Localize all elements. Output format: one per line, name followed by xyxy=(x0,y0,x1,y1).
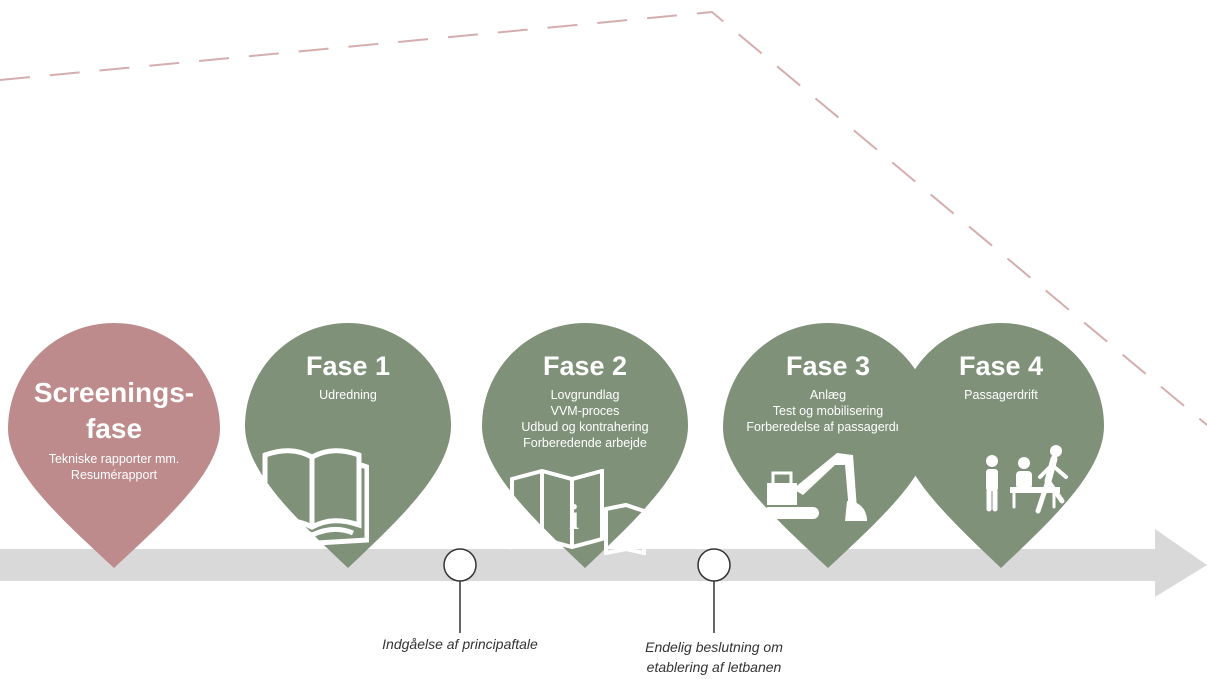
milestone-label-line: Endelig beslutning om xyxy=(645,639,783,655)
phase-title: Fase 2 xyxy=(542,351,628,381)
phase-detail-line: Udbud og kontrahering xyxy=(521,420,649,434)
phase-1: Fase 1 Udredning xyxy=(245,323,451,568)
milestone-2-marker xyxy=(697,548,731,633)
phase-detail-line: Passagerdrift xyxy=(964,388,1038,402)
timeline-arrow xyxy=(0,529,1207,597)
phase-4: Fase 4 Passagerdrift xyxy=(898,323,1104,568)
phase-detail-line: Tekniske rapporter mm. xyxy=(48,452,180,466)
phase-detail-line: Test og mobilisering xyxy=(772,404,884,418)
phase-title-line: fase xyxy=(85,413,143,444)
phase-detail-line: VVM-proces xyxy=(550,404,620,418)
phase-title-line: Screenings- xyxy=(33,377,195,408)
phase-detail-line: Forberedelse af passagerdrift xyxy=(746,420,910,434)
screening-drop-shape xyxy=(8,323,220,568)
phase-screening: Screenings- fase Tekniske rapporter mm. … xyxy=(8,323,220,568)
info-map-icon: i i xyxy=(510,469,646,555)
tram-icon xyxy=(1033,497,1153,547)
phase-title: Fase 3 xyxy=(785,351,871,381)
milestone-2-label: Endelig beslutning om etablering af letb… xyxy=(594,637,834,677)
milestone-label-line: Indgåelse af principaftale xyxy=(382,636,538,652)
phase-title: Fase 4 xyxy=(958,351,1044,381)
svg-text:i: i xyxy=(629,529,635,554)
excavator-icon xyxy=(763,453,867,521)
phase-detail-line: Resumérapport xyxy=(70,468,158,482)
milestone-label-line: etablering af letbanen xyxy=(646,659,782,675)
phase-3: Fase 3 Anlæg Test og mobilisering Forber… xyxy=(723,323,933,568)
svg-text:i: i xyxy=(569,497,579,537)
milestone-1-label: Indgåelse af principaftale xyxy=(340,634,580,654)
phase-title: Fase 1 xyxy=(305,351,391,381)
phase-detail-line: Udredning xyxy=(319,388,377,402)
phase-detail-line: Forberedende arbejde xyxy=(523,436,647,450)
phase-detail-line: Anlæg xyxy=(809,388,847,402)
phase-detail-line: Lovgrundlag xyxy=(550,388,620,402)
open-book-icon xyxy=(262,448,369,545)
phase-2: Fase 2 Lovgrundlag VVM-proces Udbud og k… xyxy=(482,323,688,568)
passengers-icon xyxy=(986,445,1068,514)
dashed-path xyxy=(0,10,1207,426)
milestone-1-marker xyxy=(443,548,477,633)
phase-3-drop-shape xyxy=(723,323,933,568)
phase-1-drop-shape xyxy=(245,323,451,568)
